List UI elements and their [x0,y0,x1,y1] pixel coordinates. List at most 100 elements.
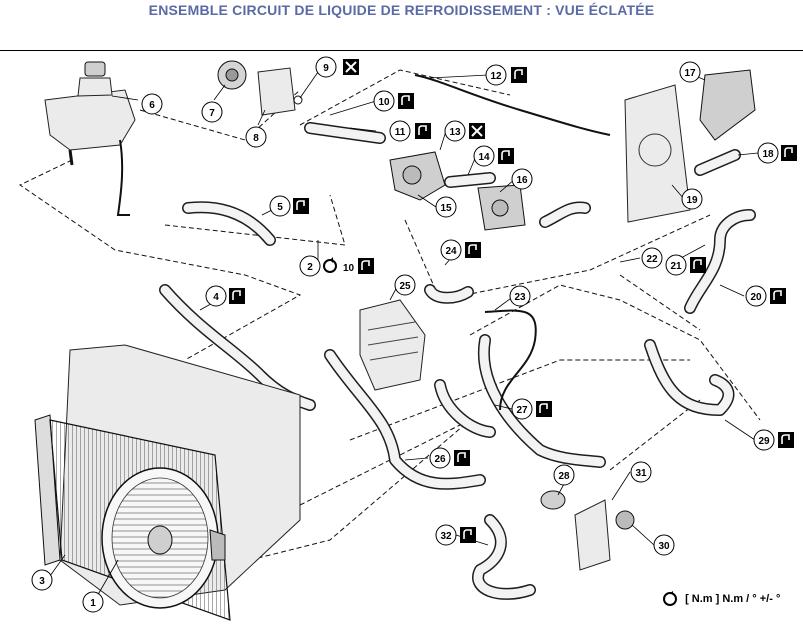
do-not-reuse-icon [343,59,359,75]
replace-icon [690,257,706,273]
svg-text:3: 3 [39,576,45,587]
callout-18: 18 [757,142,779,164]
svg-text:1: 1 [90,598,96,609]
callout-19: 19 [681,188,703,210]
svg-text:25: 25 [399,281,411,292]
callout-labels: 6 7 8 9 10 11 12 13 14 15 16 17 18 19 20… [31,56,779,613]
svg-text:5: 5 [277,202,283,213]
callout-23: 23 [509,285,531,307]
callout-22: 22 [641,247,663,269]
callout-8: 8 [245,126,267,148]
callout-24: 24 [440,239,462,261]
assembly-lines [19,69,761,561]
svg-text:11: 11 [395,127,406,138]
radiator-fan-assembly [34,344,301,621]
callout-9: 9 [315,56,337,78]
page-title: ENSEMBLE CIRCUIT DE LIQUIDE DE REFROIDIS… [148,2,655,18]
replace-icon [398,93,414,109]
replace-icon [536,401,552,417]
replace-icon [460,527,476,543]
torque-legend: [ N.m ] N.m / ° +/- ° [662,591,780,607]
callout-7: 7 [201,101,223,123]
exploded-view-diagram: 6 7 8 9 10 11 12 13 14 15 16 17 18 19 20… [19,56,797,621]
callout-15: 15 [435,196,457,218]
svg-text:7: 7 [209,108,215,119]
callout-5: 5 [269,195,291,217]
callout-14: 14 [473,145,495,167]
callout-30: 30 [653,534,675,556]
hoses [159,74,756,600]
callout-10: 10 [373,90,395,112]
replace-icon [229,288,245,304]
callout-31: 31 [630,461,652,483]
replace-icon [511,67,527,83]
callout-12: 12 [485,64,507,86]
thermostat-housing [389,151,526,231]
svg-text:17: 17 [684,68,696,79]
auxiliary-pump [540,490,635,571]
svg-text:29: 29 [758,436,770,447]
svg-text:2: 2 [307,262,313,273]
svg-text:31: 31 [635,468,647,479]
replace-icon [498,148,514,164]
torque-icon [323,257,337,273]
svg-text:23: 23 [514,292,526,303]
part-status-icons [229,59,797,543]
svg-text:16: 16 [516,175,528,186]
water-pump [217,60,303,116]
svg-text:15: 15 [440,203,452,214]
callout-20: 20 [745,285,767,307]
svg-text:6: 6 [149,100,155,111]
expansion-tank [44,61,136,216]
do-not-reuse-icon [469,123,485,139]
svg-text:22: 22 [646,254,658,265]
svg-text:18: 18 [762,149,774,160]
svg-text:28: 28 [558,471,570,482]
heater-matrix [624,69,756,223]
callout-11: 11 [389,120,411,142]
callout-13: 13 [444,120,466,142]
svg-text:4: 4 [213,292,219,303]
svg-text:24: 24 [445,246,457,257]
svg-text:21: 21 [670,261,682,272]
callout-4: 4 [205,285,227,307]
callout-27: 27 [511,398,533,420]
callout-17: 17 [679,61,701,83]
svg-text:12: 12 [490,71,502,82]
svg-text:19: 19 [686,195,698,206]
replace-icon [465,242,481,258]
svg-text:26: 26 [434,454,446,465]
replace-icon [415,123,431,139]
replace-icon [770,288,786,304]
replace-icon [358,258,374,274]
svg-text:20: 20 [750,292,762,303]
svg-text:9: 9 [323,63,329,74]
svg-text:14: 14 [478,152,490,163]
replace-icon [781,145,797,161]
replace-icon [293,198,309,214]
replace-icon [778,432,794,448]
callout-1: 1 [82,591,104,613]
callout-16: 16 [511,168,533,190]
callout-32: 32 [435,524,457,546]
callout-6: 6 [141,93,163,115]
svg-text:32: 32 [440,531,452,542]
callout-26: 26 [429,447,451,469]
callout-28: 28 [553,464,575,486]
legend-text: [ N.m ] N.m / ° +/- ° [685,592,781,605]
svg-text:27: 27 [516,405,528,416]
svg-text:8: 8 [253,133,259,144]
replace-icon [454,450,470,466]
callout-3: 3 [31,569,53,591]
oil-cooler [359,299,426,391]
callout-29: 29 [753,429,775,451]
svg-text:30: 30 [658,541,670,552]
callout-2-suffix: 10 [343,263,355,274]
svg-text:10: 10 [378,97,390,108]
callout-2: 2 [299,255,321,277]
svg-text:13: 13 [449,127,461,138]
torque-icon [663,591,677,606]
callout-25: 25 [394,274,416,296]
callout-21: 21 [665,254,687,276]
title-divider [0,50,803,51]
